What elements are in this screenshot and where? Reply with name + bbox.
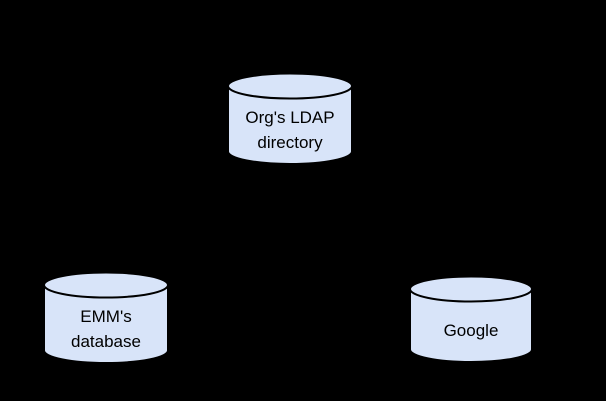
node-ldap-directory: Org's LDAP directory [227, 72, 353, 165]
database-cylinder-icon [43, 271, 169, 364]
database-cylinder-icon [409, 275, 533, 363]
database-cylinder-icon [227, 72, 353, 165]
node-emm-database: EMM's database [43, 271, 169, 364]
node-google: Google [409, 275, 533, 363]
